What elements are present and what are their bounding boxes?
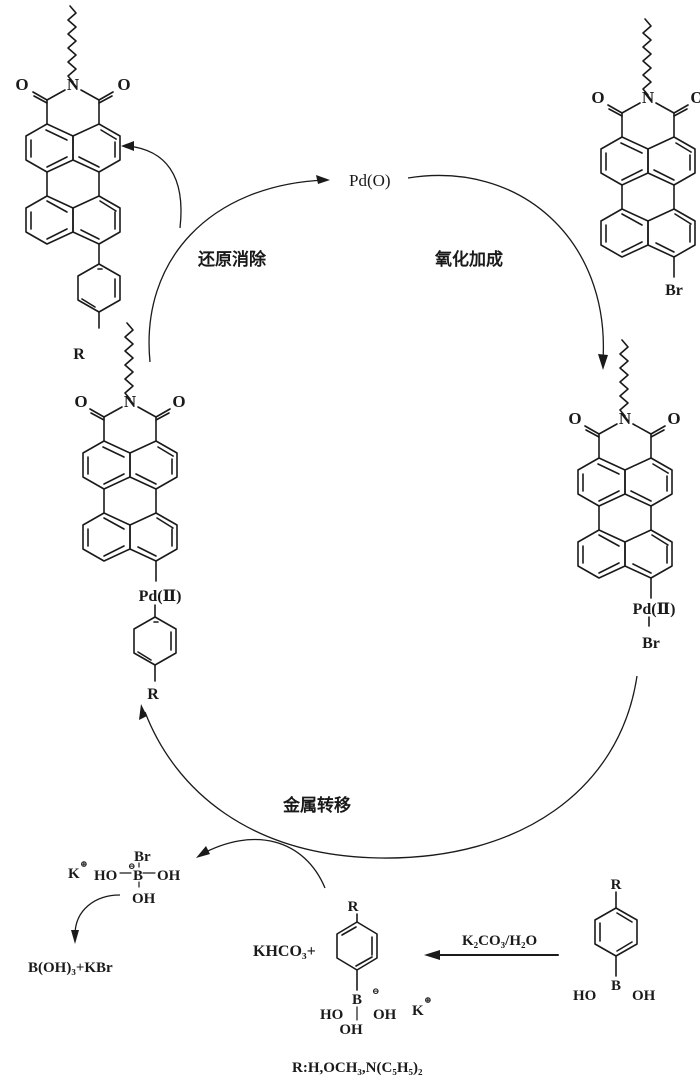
imide-n-label: N bbox=[642, 88, 655, 107]
step-label-transmetalation: 金属转移 bbox=[282, 795, 351, 816]
boronic-acid-r: R bbox=[611, 877, 622, 893]
arrowhead bbox=[139, 704, 147, 720]
borate-oh-right: OH bbox=[157, 868, 181, 884]
borate-release-arc bbox=[199, 839, 326, 889]
borate-byproduct: K ⊕ HO B ⊖ OH Br OH B(OH)₃+KBr bbox=[28, 839, 326, 976]
pd-ii-label: Pd(Ⅱ) bbox=[139, 588, 182, 605]
pd-aryl-complex-molecule: N O O Pd(Ⅱ) R bbox=[74, 322, 186, 703]
carbonyl-o-left: O bbox=[74, 392, 87, 411]
plus-charge: ⊕ bbox=[424, 995, 432, 1005]
potassium-cation: K bbox=[68, 866, 80, 882]
carbonyl-o-right: O bbox=[117, 75, 130, 94]
product-molecule: N O O R bbox=[15, 5, 131, 363]
minus-charge: ⊖ bbox=[128, 861, 136, 871]
carbonyl-o-right: O bbox=[667, 409, 680, 428]
carbonyl-o-right: O bbox=[172, 392, 185, 411]
boronate-r: R bbox=[348, 899, 359, 915]
pd0-catalyst-label: Pd(O) bbox=[349, 171, 391, 190]
cycle-arc-transmetalation bbox=[144, 675, 638, 859]
arrowhead bbox=[196, 846, 210, 858]
r-substituent: R bbox=[147, 686, 159, 703]
arrowhead bbox=[316, 175, 330, 184]
carbonyl-o-right: O bbox=[690, 88, 700, 107]
br-ligand: Br bbox=[642, 635, 660, 652]
boronate-oh-bottom: OH bbox=[339, 1022, 363, 1038]
boronic-acid-ho: HO bbox=[573, 988, 596, 1004]
imide-n-label: N bbox=[67, 75, 80, 94]
carbonyl-o-left: O bbox=[15, 75, 28, 94]
br-substituent: Br bbox=[665, 282, 683, 299]
imide-n-label: N bbox=[124, 392, 137, 411]
boronate-k: K bbox=[412, 1003, 424, 1019]
khco3-plus: KHCO₃+ bbox=[253, 943, 316, 960]
minus-charge: ⊖ bbox=[372, 986, 380, 996]
boronic-acid-oh: OH bbox=[632, 988, 656, 1004]
boronate-ho-left: HO bbox=[320, 1007, 343, 1023]
reaction-arrow-head bbox=[424, 950, 440, 960]
boronate-oh-right: OH bbox=[373, 1007, 397, 1023]
pd-br-complex-molecule: N O O Pd(Ⅱ) Br bbox=[568, 339, 681, 652]
arrowhead bbox=[71, 930, 79, 944]
boronate-b: B bbox=[352, 992, 362, 1008]
step-label-oxidative-addition: 氧化加成 bbox=[434, 249, 503, 270]
reagent-k2co3-h2o: K₂CO₃/H₂O bbox=[462, 933, 537, 949]
bromo-pmi-molecule: N O O Br bbox=[591, 18, 700, 299]
arrowhead bbox=[598, 354, 608, 370]
r-substituent: R bbox=[73, 346, 85, 363]
step-label-reductive-elimination: 还原消除 bbox=[197, 249, 267, 270]
decomposition-arc bbox=[74, 894, 121, 936]
plus-charge: ⊕ bbox=[80, 859, 88, 869]
boronate-species: KHCO₃+ R B ⊖ HO OH OH K ⊕ bbox=[253, 899, 432, 1038]
arrowhead bbox=[121, 141, 134, 151]
cycle-arc-oxidative-addition bbox=[407, 174, 604, 361]
boronic-acid-species: R B HO OH bbox=[573, 877, 656, 1004]
imide-n-label: N bbox=[619, 409, 632, 428]
pd-ii-label: Pd(Ⅱ) bbox=[633, 601, 676, 618]
final-products: B(OH)₃+KBr bbox=[28, 960, 113, 976]
borate-oh-bottom: OH bbox=[132, 891, 156, 907]
boronic-acid-b: B bbox=[611, 978, 621, 994]
carbonyl-o-left: O bbox=[591, 88, 604, 107]
carbonyl-o-left: O bbox=[568, 409, 581, 428]
cycle-arc-reductive-to-pd0 bbox=[148, 179, 326, 363]
product-release-arc bbox=[127, 145, 182, 229]
borate-br-top: Br bbox=[134, 849, 151, 865]
borate-ho-left: HO bbox=[94, 868, 117, 884]
borate-b-center: B bbox=[133, 868, 143, 884]
r-groups-note: R:H,OCH₃,N(C₅H₅)₂ bbox=[292, 1060, 423, 1076]
